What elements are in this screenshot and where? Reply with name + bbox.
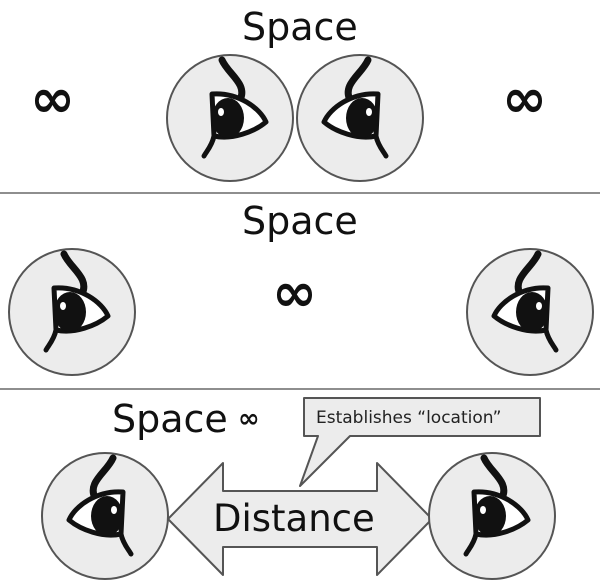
- panel-observers-distance: Space ∞ Establishes “location” Distance: [0, 390, 600, 581]
- distance-label: Distance: [213, 497, 375, 540]
- panel-observers-apart: Space ∞: [0, 194, 600, 388]
- callout-label: Establishes “location”: [316, 408, 502, 428]
- panel-observers-together: Space ∞ ∞: [0, 0, 600, 192]
- observer-pair: [8, 248, 594, 376]
- location-callout: [299, 397, 541, 487]
- observer-eye-left: [41, 452, 169, 580]
- panel-divider: [0, 192, 600, 194]
- space-title: Space: [242, 199, 358, 243]
- space-title: Space: [242, 5, 358, 49]
- observer-eye-right: [466, 248, 594, 376]
- infinity-left: ∞: [30, 67, 75, 130]
- observer-eye-left: [8, 248, 136, 376]
- panel-divider: [0, 388, 600, 390]
- infinity-center: ∞: [272, 261, 317, 324]
- observer-pair: [166, 54, 424, 182]
- space-title: Space: [112, 397, 228, 441]
- distance-diagram: [41, 397, 556, 580]
- infinity-right: ∞: [502, 67, 547, 130]
- observer-eye-left: [166, 54, 294, 182]
- observer-eye-right: [428, 452, 556, 580]
- infinity-small: ∞: [238, 404, 260, 434]
- observer-eye-right: [296, 54, 424, 182]
